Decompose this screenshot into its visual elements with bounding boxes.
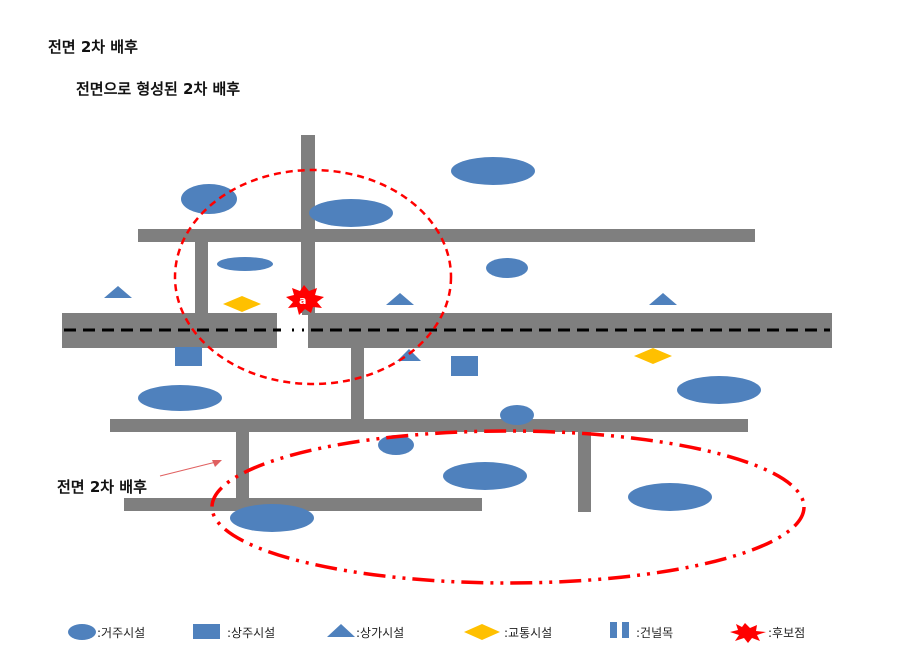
legend-label: :건널목 — [636, 626, 673, 640]
legend-double-bar-icon — [610, 622, 629, 638]
road-vertical-left-short — [195, 242, 208, 314]
legend-label: :거주시설 — [97, 626, 145, 640]
residential-ellipse — [677, 376, 761, 404]
annotation-label: 전면 2차 배후 — [57, 478, 147, 496]
roads — [62, 135, 832, 512]
residential-ellipse — [217, 257, 273, 271]
residential-ellipse — [138, 385, 222, 411]
residential-ellipse — [378, 435, 414, 455]
commercial-residential-facilities — [175, 347, 478, 376]
residential-ellipse — [486, 258, 528, 278]
transport-facilities — [223, 296, 672, 364]
commercial-triangle — [104, 286, 132, 298]
legend: :거주시설 :상주시설 :상가시설 :교통시설 :건널목 :후보점 — [68, 622, 805, 643]
commercial-facilities — [104, 286, 677, 361]
commercial-triangle — [386, 293, 414, 305]
legend-label: :교통시설 — [504, 626, 552, 640]
legend-label: :상주시설 — [227, 626, 275, 640]
legend-square-icon — [193, 624, 220, 639]
residential-ellipse — [451, 157, 535, 185]
road-vertical-lower-left — [236, 432, 249, 507]
legend-diamond-icon — [464, 624, 500, 640]
residential-facilities — [138, 157, 761, 532]
crosswalk-icon — [281, 313, 302, 348]
commercial-residential-square — [451, 356, 478, 376]
commercial-residential-square — [175, 347, 202, 366]
road-horizontal-lower — [110, 419, 748, 432]
residential-ellipse — [230, 504, 314, 532]
candidate-point: a — [286, 285, 324, 315]
residential-ellipse — [181, 184, 237, 214]
diagram-subtitle: 전면으로 형성된 2차 배후 — [76, 80, 241, 98]
residential-ellipse — [309, 199, 393, 227]
transport-diamond — [634, 348, 672, 364]
road-vertical-top — [301, 135, 315, 315]
primary-trade-area-circle — [173, 168, 453, 386]
road-vertical-middle — [351, 348, 364, 420]
legend-triangle-icon — [327, 624, 355, 637]
commercial-triangle — [649, 293, 677, 305]
legend-ellipse-icon — [68, 624, 96, 640]
annotation-arrow — [159, 460, 222, 477]
residential-ellipse — [628, 483, 712, 511]
residential-ellipse — [443, 462, 527, 490]
legend-label: :상가시설 — [356, 626, 404, 640]
candidate-starburst-icon — [286, 285, 324, 315]
road-horizontal-upper — [138, 229, 755, 242]
diagram-title: 전면 2차 배후 — [48, 38, 138, 56]
transport-diamond — [223, 296, 261, 312]
legend-label: :후보점 — [768, 626, 805, 640]
legend-starburst-icon — [730, 623, 766, 643]
residential-ellipse — [500, 405, 534, 425]
road-vertical-lower-right — [578, 432, 591, 512]
secondary-trade-area-ellipse — [210, 429, 806, 585]
candidate-label: a — [299, 294, 306, 307]
